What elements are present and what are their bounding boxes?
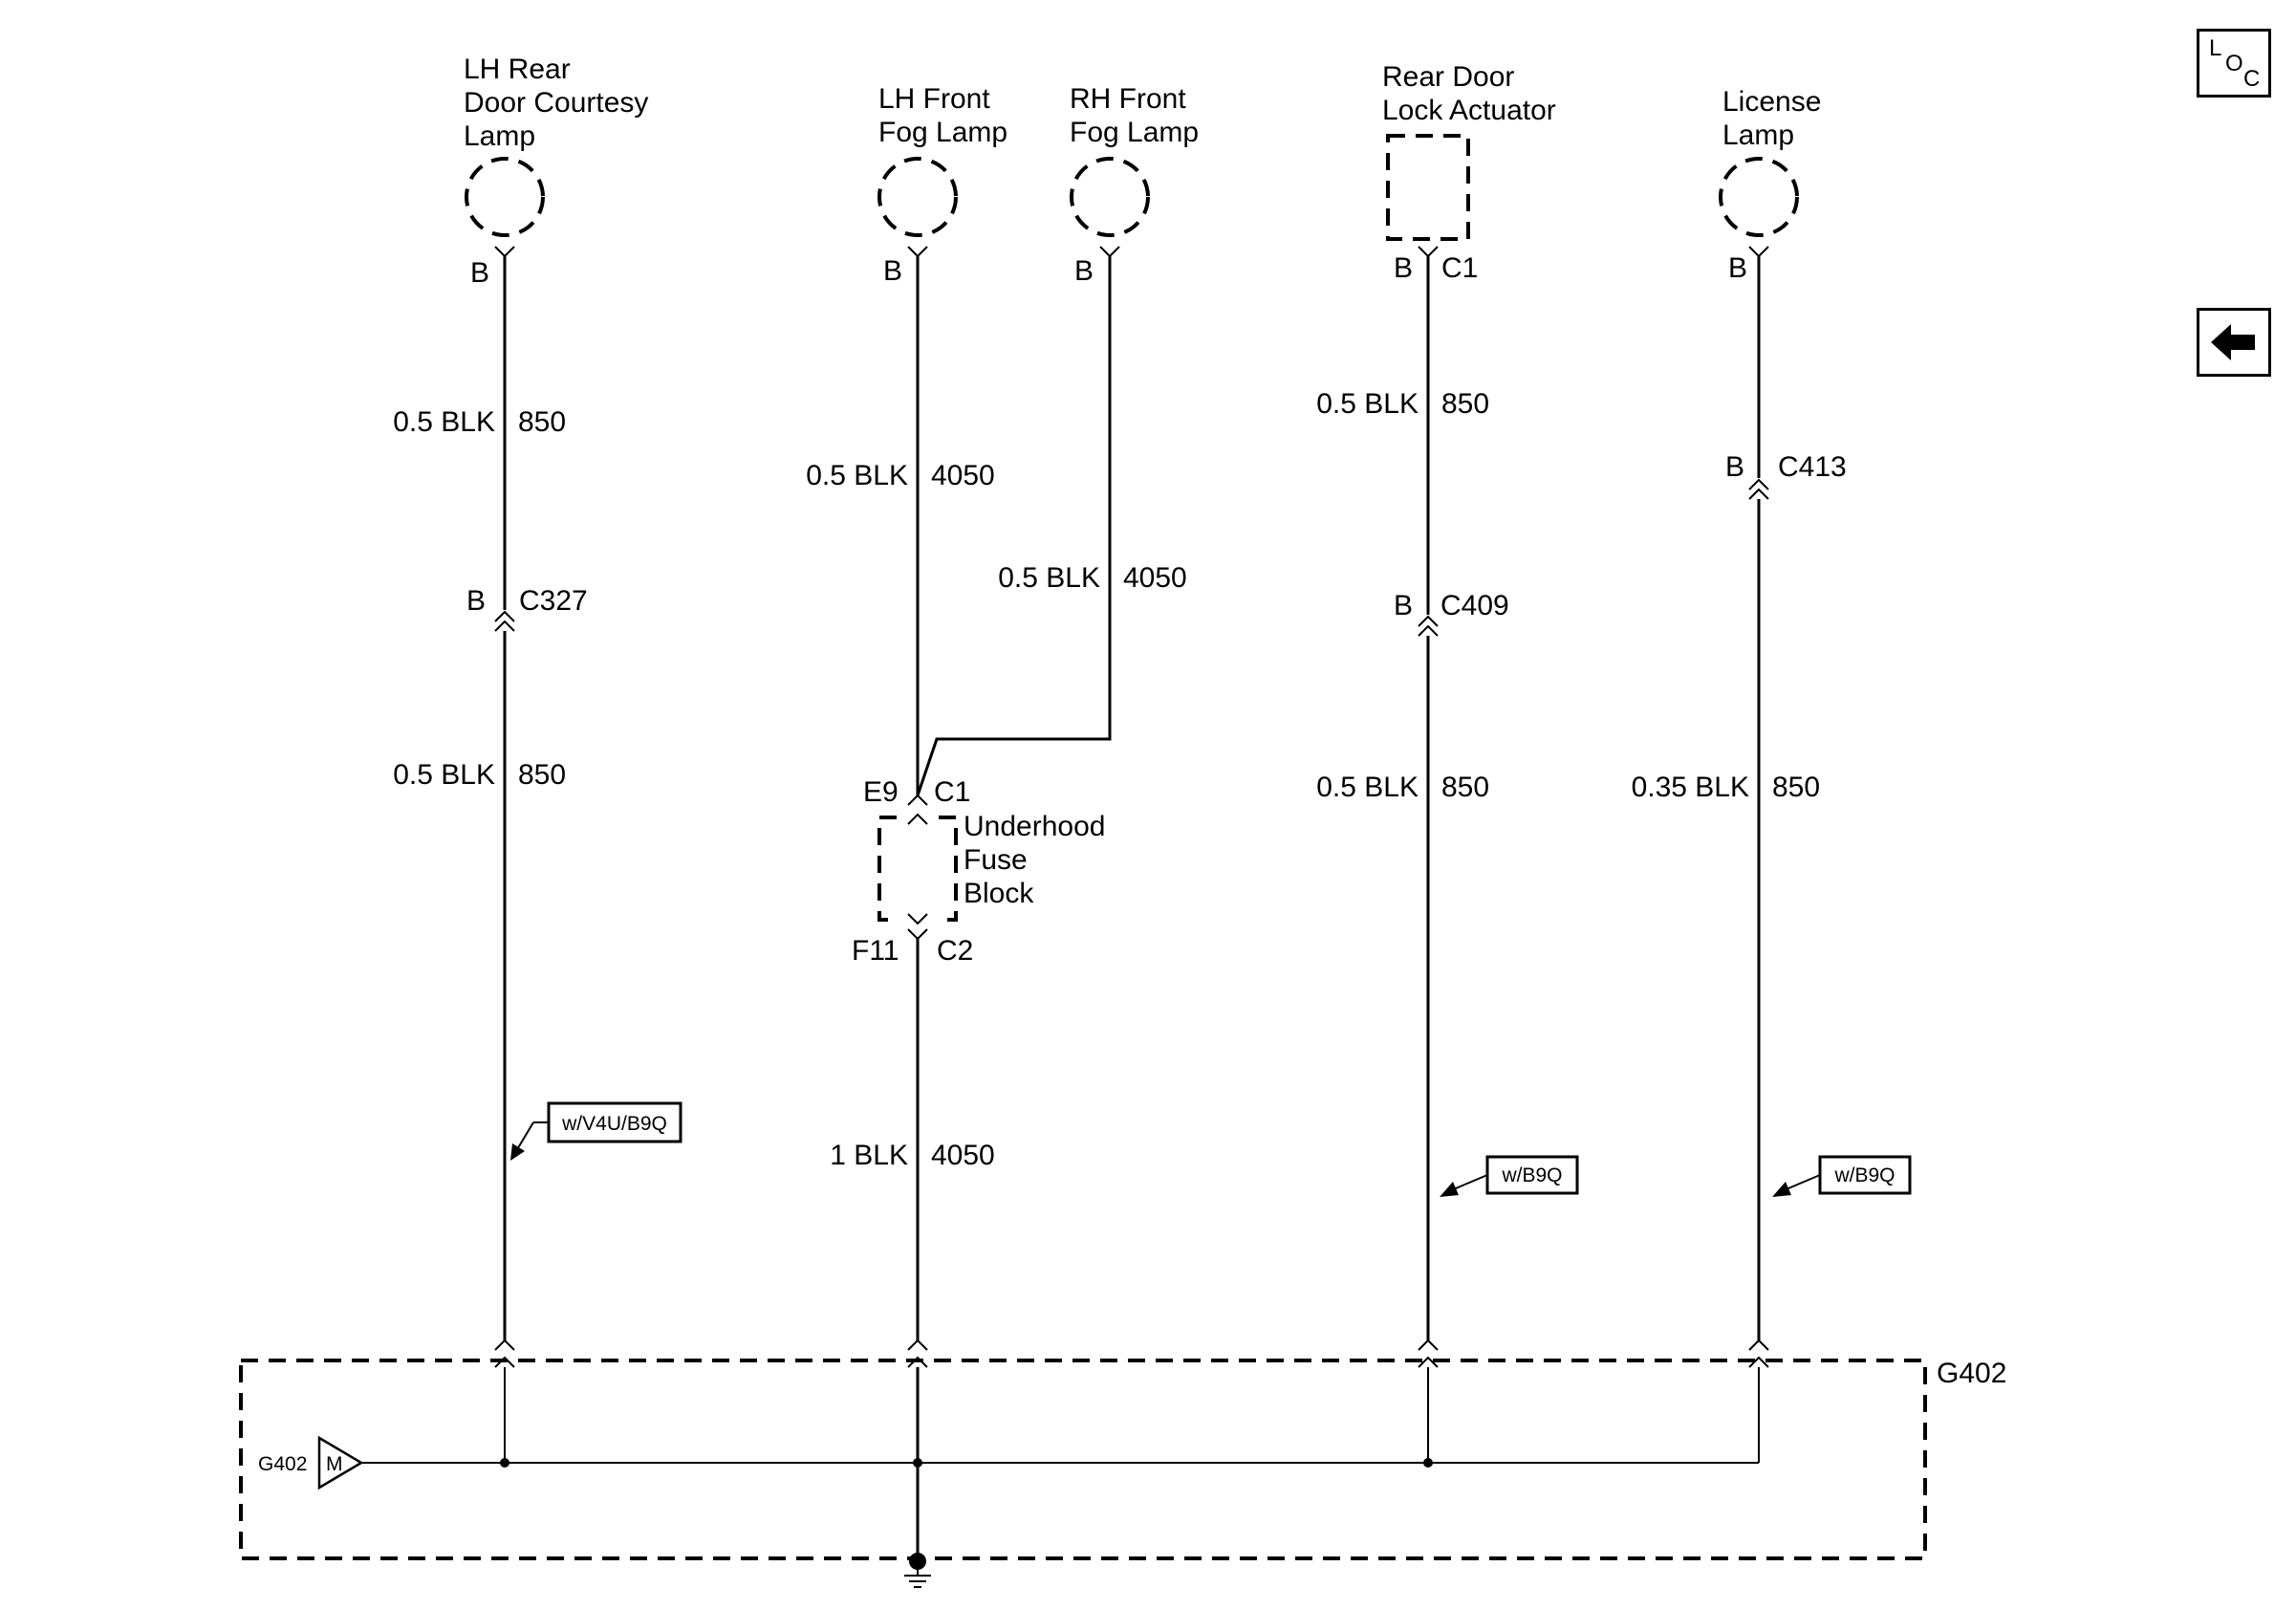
inline-connector-labels: B C327 B C409 B C413 bbox=[466, 451, 1847, 621]
fuse-block-label-2: Fuse bbox=[964, 844, 1028, 876]
lh-rear-lamp-pin: B bbox=[470, 257, 489, 289]
lh-front-fog-lamp: LH Front Fog Lamp B bbox=[877, 83, 1007, 287]
lh-fog-lamp-label-2: Fog Lamp bbox=[878, 117, 1007, 148]
license-lamp-label-1: License bbox=[1722, 86, 1821, 118]
lh-fog-lamp-label-1: LH Front bbox=[878, 83, 990, 115]
wire-lock-bottom-circuit: 850 bbox=[1441, 772, 1489, 803]
wire-lh-rear-top-gauge: 0.5 BLK bbox=[393, 406, 495, 438]
option-callout-2: w/B9Q bbox=[1440, 1155, 1579, 1197]
underhood-fuse-block: Underhood Fuse Block E9 C1 F11 C2 bbox=[852, 776, 1105, 967]
option-label-1: w/V4U/B9Q bbox=[561, 1113, 667, 1135]
fuse-block-top-pin: E9 bbox=[863, 776, 899, 808]
ground-g402: G402 M G402 bbox=[239, 1358, 2006, 1588]
loc-button[interactable]: L O C bbox=[2197, 29, 2271, 98]
fuse-block-bottom-pin: F11 bbox=[852, 935, 899, 967]
loc-letter-c: C bbox=[2243, 66, 2261, 92]
lh-rear-lamp-label-3: Lamp bbox=[464, 120, 535, 152]
wire-lh-fog-bottom-gauge: 1 BLK bbox=[830, 1140, 908, 1171]
lh-rear-lamp-label-1: LH Rear bbox=[464, 54, 571, 85]
lock-actuator-label-2: Lock Actuator bbox=[1382, 95, 1556, 126]
wire-lh-rear-bottom-circuit: 850 bbox=[518, 759, 566, 791]
connector-glyphs bbox=[494, 246, 1769, 1368]
wire-rh-fog-circuit: 4050 bbox=[1123, 562, 1187, 594]
wire-lh-rear-top-circuit: 850 bbox=[518, 406, 566, 438]
wire-labels: 0.5 BLK 850 0.5 BLK 850 0.5 BLK 4050 1 B… bbox=[393, 388, 1820, 1171]
left-arrow-icon bbox=[2211, 324, 2255, 360]
circuit-rh-front-fog bbox=[916, 256, 1112, 796]
option-label-2: w/B9Q bbox=[1501, 1164, 1562, 1186]
wire-rh-fog-gauge: 0.5 BLK bbox=[998, 562, 1100, 594]
c409-pin: B bbox=[1394, 590, 1413, 621]
ground-icon bbox=[904, 1568, 931, 1588]
loc-letter-l: L bbox=[2209, 35, 2222, 61]
wire-lh-rear-bottom-gauge: 0.5 BLK bbox=[393, 759, 495, 791]
lh-rear-door-courtesy-lamp: LH Rear Door Courtesy Lamp B bbox=[464, 54, 648, 289]
loc-letter-o: O bbox=[2225, 51, 2243, 76]
c409-name: C409 bbox=[1440, 590, 1509, 621]
fuse-block-label-1: Underhood bbox=[964, 811, 1105, 842]
lh-fog-lamp-pin: B bbox=[883, 255, 902, 287]
fuse-block-bottom-connector: C2 bbox=[937, 935, 973, 967]
ground-symbol-letter: M bbox=[326, 1453, 343, 1475]
ground-box-label: G402 bbox=[1937, 1358, 2006, 1389]
lock-actuator-connector: C1 bbox=[1441, 252, 1478, 284]
rh-fog-lamp-label-2: Fog Lamp bbox=[1070, 117, 1199, 148]
wire-lock-top-circuit: 850 bbox=[1441, 388, 1489, 420]
option-callout-3: w/B9Q bbox=[1772, 1155, 1912, 1197]
rh-front-fog-lamp: RH Front Fog Lamp B bbox=[1070, 83, 1199, 287]
lock-actuator-label-1: Rear Door bbox=[1382, 61, 1514, 93]
c327-pin: B bbox=[466, 585, 486, 617]
wire-lh-fog-top-circuit: 4050 bbox=[931, 460, 995, 491]
wire-lh-fog-bottom-circuit: 4050 bbox=[931, 1140, 995, 1171]
wire-lock-top-gauge: 0.5 BLK bbox=[1316, 388, 1419, 420]
c413-name: C413 bbox=[1778, 451, 1847, 483]
rear-door-lock-actuator: Rear Door Lock Actuator B C1 bbox=[1382, 61, 1556, 284]
option-label-3: w/B9Q bbox=[1833, 1164, 1895, 1186]
fuse-block-top-connector: C1 bbox=[934, 776, 970, 808]
fuse-block-label-3: Block bbox=[964, 878, 1034, 909]
wire-lh-fog-top-gauge: 0.5 BLK bbox=[806, 460, 908, 491]
wire-lock-bottom-gauge: 0.5 BLK bbox=[1316, 772, 1419, 803]
option-callout-1: w/V4U/B9Q bbox=[510, 1101, 682, 1161]
ground-splice-dot bbox=[909, 1553, 926, 1570]
rh-fog-lamp-label-1: RH Front bbox=[1070, 83, 1186, 115]
wire-license-bottom-gauge: 0.35 BLK bbox=[1632, 772, 1749, 803]
license-lamp-label-2: Lamp bbox=[1722, 120, 1794, 151]
c327-name: C327 bbox=[519, 585, 588, 617]
ground-symbol-label: G402 bbox=[258, 1453, 307, 1475]
wire-license-bottom-circuit: 850 bbox=[1772, 772, 1820, 803]
c413-pin: B bbox=[1725, 451, 1744, 483]
lock-actuator-pin: B bbox=[1394, 252, 1413, 284]
rh-fog-lamp-pin: B bbox=[1074, 255, 1094, 287]
license-lamp-pin: B bbox=[1728, 252, 1747, 284]
back-button[interactable] bbox=[2197, 308, 2271, 377]
license-lamp: License Lamp B bbox=[1719, 86, 1821, 284]
lh-rear-lamp-label-2: Door Courtesy bbox=[464, 87, 648, 119]
